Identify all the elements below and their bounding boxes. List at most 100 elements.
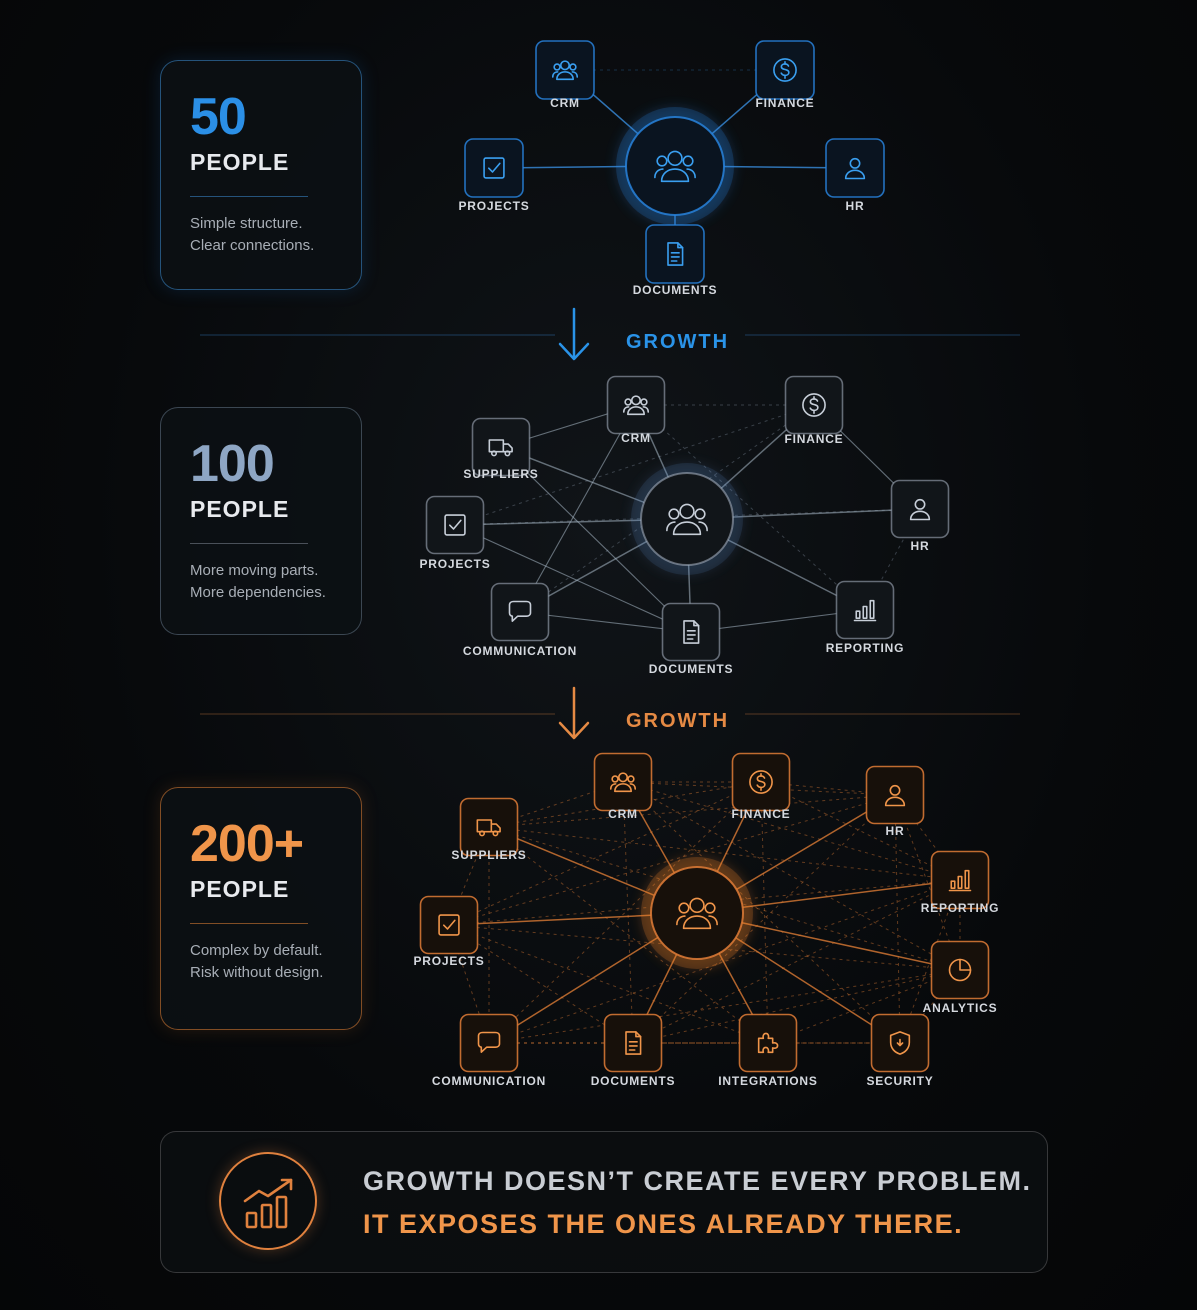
node-label: CRM [550,96,580,110]
person-icon [844,157,866,180]
stage-description: Complex by default. Risk without design. [190,940,361,984]
node-finance: FINANCE [732,752,791,821]
divider [190,543,308,544]
stage-number: 100 [190,435,275,493]
connection-line [448,879,961,926]
node-box [738,1013,798,1073]
person-icon [884,784,906,807]
node-box [425,495,485,555]
node-label: SECURITY [866,1074,933,1088]
node-crm: CRM [535,40,595,110]
document-icon [625,1031,642,1055]
banner-highlight: IT EXPOSES THE ONES ALREADY THERE. [363,1209,964,1239]
node-label: SUPPLIERS [463,467,538,481]
node-projects: PROJECTS [419,495,490,571]
node-box [645,224,705,284]
growth-arrow [200,686,1020,740]
dollar-icon [802,393,826,417]
network-diagrams: CRM FINANCE PROJECTS HR DOCUMENTS CRM FINANCE S… [200,40,1020,1088]
connection-line [760,781,769,1044]
connection-line [622,781,634,1044]
document-icon [683,620,700,644]
connection-line [448,794,896,926]
description-line: Complex by default. [190,942,323,959]
connection-line [500,446,692,633]
bar-chart-icon [948,869,972,892]
stage-unit: PEOPLE [190,876,290,902]
node-reporting: REPORTING [921,850,998,915]
node-security: SECURITY [866,1013,933,1088]
connection-line [488,879,961,1044]
node-integrations: INTEGRATIONS [718,1013,817,1088]
node-label: ANALYTICS [923,1001,998,1015]
checkbox-icon [438,914,460,936]
node-finance: FINANCE [755,40,815,110]
stage-number: 200+ [190,815,304,873]
node-box [835,580,895,640]
node-projects: PROJECTS [413,895,484,968]
node-label: HR [846,199,865,213]
stage-unit: PEOPLE [190,149,290,175]
users-icon [551,60,579,81]
connection-line [760,781,961,881]
node-label: FINANCE [732,807,791,821]
node-label: REPORTING [826,641,905,655]
stage-unit: PEOPLE [190,496,290,522]
node-box [419,895,479,955]
node-documents: DOCUMENTS [633,224,716,297]
growth-label: GROWTH [626,331,730,353]
chat-icon [477,1031,501,1053]
node-documents: DOCUMENTS [591,1013,676,1088]
users-icon [676,897,718,930]
node-analytics: ANALYTICS [923,940,998,1015]
connection-line [448,924,769,1044]
node-suppliers: SUPPLIERS [463,417,538,481]
users-icon [609,772,637,793]
connection-line [864,508,921,611]
node-box [471,417,531,477]
connection-line [622,781,901,1044]
node-finance: FINANCE [785,375,844,446]
node-label: PROJECTS [413,954,484,968]
connection-line [488,826,769,1044]
node-label: PROJECTS [419,557,490,571]
divider [190,196,308,197]
users-icon [622,395,650,416]
network-stage-50: CRM FINANCE PROJECTS HR DOCUMENTS [458,40,885,297]
node-label: COMMUNICATION [432,1074,546,1088]
truck-icon [488,439,513,457]
chat-icon [508,600,532,622]
pie-chart-icon [948,958,972,982]
node-box [490,582,550,642]
node-crm: CRM [606,375,666,445]
dollar-icon [773,58,797,82]
stage-card-50: 50 PEOPLE Simple structure. Clear connec… [160,60,362,290]
node-projects: PROJECTS [458,138,529,213]
connection-line [454,524,692,633]
stage-description: More moving parts. More dependencies. [190,560,361,604]
node-box [459,797,519,857]
connection-line [488,794,896,828]
node-label: HR [911,539,930,553]
connection-line [448,924,961,971]
connection-line [454,404,815,526]
node-label: DOCUMENTS [649,662,734,676]
node-label: FINANCE [785,432,844,446]
connection-line [488,969,961,1044]
divider [190,923,308,924]
conclusion-banner: GROWTH DOESN’T CREATE EVERY PROBLEM. IT … [160,1131,1048,1273]
connection-line [632,879,961,1044]
connection-line [635,404,866,611]
growth-chart-icon [219,1152,317,1250]
node-box [459,1013,519,1073]
users-icon [654,150,696,183]
node-label: DOCUMENTS [591,1074,676,1088]
node-label: COMMUNICATION [463,644,577,658]
connection-line [622,781,896,796]
node-label: FINANCE [756,96,815,110]
node-label: SUPPLIERS [451,848,526,862]
truck-icon [476,819,501,837]
stage-number: 50 [190,88,247,146]
node-communication: COMMUNICATION [432,1013,546,1088]
person-icon [909,498,931,521]
